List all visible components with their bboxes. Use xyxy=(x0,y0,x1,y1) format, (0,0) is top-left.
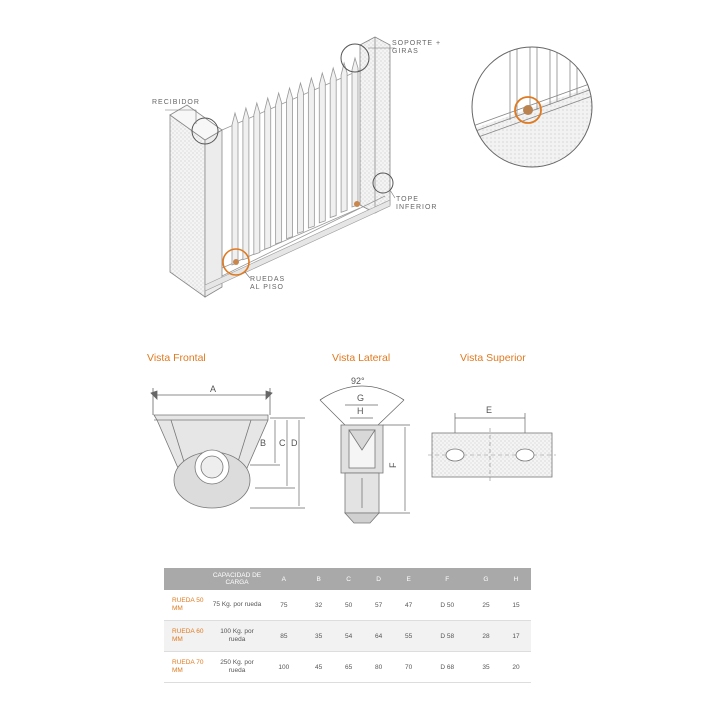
dim-e-label: E xyxy=(486,405,492,415)
header-g: G xyxy=(470,568,501,590)
cell-a: 75 xyxy=(264,590,304,621)
row-name: RUEDA 70 MM xyxy=(164,651,210,683)
side-wheel xyxy=(340,424,384,524)
dim-h-label: H xyxy=(357,406,364,416)
front-bracket xyxy=(153,414,269,469)
cell-b: 45 xyxy=(303,651,334,683)
rail-wheel-dot xyxy=(354,201,360,207)
top-view-drawing: E xyxy=(428,405,556,482)
gate-picket xyxy=(264,96,272,250)
label-top-support: SOPORTE + GIRAS xyxy=(392,40,442,55)
header-h: H xyxy=(500,568,531,590)
table-row: RUEDA 70 MM 250 Kg. por rueda 100 45 65 … xyxy=(164,651,531,683)
header-e: E xyxy=(393,568,424,590)
dim-d-label: D xyxy=(291,438,298,448)
cell-a: 85 xyxy=(264,620,304,652)
cell-b: 32 xyxy=(303,590,334,621)
cell-c: 65 xyxy=(333,651,364,683)
cell-e: 70 xyxy=(393,651,424,683)
bottom-stop-callout-circle xyxy=(372,172,394,194)
left-pillar xyxy=(169,104,223,298)
dim-b-label: B xyxy=(260,438,266,448)
gate-picket xyxy=(231,111,239,266)
bottom-rail xyxy=(204,199,391,292)
mounting-hole-right xyxy=(515,448,535,462)
cell-c: 54 xyxy=(333,620,364,652)
cell-f: D 58 xyxy=(423,620,471,652)
gate-picket xyxy=(329,66,337,219)
cell-e: 55 xyxy=(393,620,424,652)
header-c: C xyxy=(333,568,364,590)
table-header-row: CAPACIDAD DE CARGA A B C D E F G H xyxy=(164,568,531,590)
dim-angle-label: 92° xyxy=(351,376,365,386)
right-pillar xyxy=(359,36,391,214)
title-front-view: Vista Frontal xyxy=(147,352,206,364)
cell-h: 20 xyxy=(500,651,531,683)
gate-picket xyxy=(351,56,359,208)
cell-f: D 50 xyxy=(423,590,471,621)
cell-f: D 68 xyxy=(423,651,471,683)
gate-picket xyxy=(286,86,293,240)
wheel-dot xyxy=(233,259,239,265)
table-row: RUEDA 50 MM 75 Kg. por rueda 75 32 50 57… xyxy=(164,590,531,621)
row-name: RUEDA 50 MM xyxy=(164,590,210,621)
callout-leaders xyxy=(165,47,396,279)
cell-a: 100 xyxy=(264,651,304,683)
gate-picket xyxy=(340,61,348,213)
cell-h: 15 xyxy=(500,590,531,621)
header-a: A xyxy=(264,568,304,590)
cell-d: 64 xyxy=(363,620,394,652)
front-wheel xyxy=(173,449,251,509)
cell-g: 28 xyxy=(470,620,501,652)
dim-a-label: A xyxy=(210,384,216,394)
header-b: B xyxy=(303,568,334,590)
zoom-wheel-dot xyxy=(523,105,533,115)
top-support-callout-circle xyxy=(340,43,370,73)
gate-picket xyxy=(275,91,283,245)
side-view-drawing: 92° G H F xyxy=(319,376,410,524)
title-top-view: Vista Superior xyxy=(460,352,526,364)
zoom-detail xyxy=(471,46,593,168)
receiver-callout-circle xyxy=(191,117,219,145)
dim-g-label: G xyxy=(357,393,364,403)
header-f: F xyxy=(423,568,471,590)
cell-g: 35 xyxy=(470,651,501,683)
wheel-callout-circle xyxy=(222,248,250,276)
label-floor-wheels: RUEDAS AL PISO xyxy=(250,276,286,291)
cell-h: 17 xyxy=(500,620,531,652)
header-d: D xyxy=(363,568,394,590)
row-name: RUEDA 60 MM xyxy=(164,620,210,652)
cell-d: 57 xyxy=(363,590,394,621)
gate-pickets xyxy=(231,56,359,266)
row-capacity: 100 Kg. por rueda xyxy=(210,620,264,652)
dim-c-label: C xyxy=(279,438,286,448)
gate-picket xyxy=(307,76,315,229)
gate-illustration xyxy=(165,36,396,298)
label-receiver: RECIBIDOR xyxy=(152,99,200,106)
cell-g: 25 xyxy=(470,590,501,621)
mounting-hole-left xyxy=(445,448,465,462)
table-row: RUEDA 60 MM 100 Kg. por rueda 85 35 54 6… xyxy=(164,620,531,652)
gate-picket xyxy=(253,101,261,256)
front-view-drawing: A B C D xyxy=(150,384,305,509)
spec-table: CAPACIDAD DE CARGA A B C D E F G H RUEDA… xyxy=(164,568,531,683)
dim-f-label: F xyxy=(388,462,398,468)
gate-picket xyxy=(318,71,326,224)
gate-picket xyxy=(297,81,304,234)
row-capacity: 250 Kg. por rueda xyxy=(210,651,264,683)
gate-picket xyxy=(242,106,250,261)
zoom-wheel-circle xyxy=(514,96,542,124)
label-bottom-stop: TOPE INFERIOR xyxy=(396,196,438,211)
cell-e: 47 xyxy=(393,590,424,621)
title-side-view: Vista Lateral xyxy=(332,352,391,364)
header-empty xyxy=(164,568,210,590)
cell-d: 80 xyxy=(363,651,394,683)
row-capacity: 75 Kg. por rueda xyxy=(210,590,264,621)
cell-c: 50 xyxy=(333,590,364,621)
header-capacity: CAPACIDAD DE CARGA xyxy=(210,568,264,590)
cell-b: 35 xyxy=(303,620,334,652)
